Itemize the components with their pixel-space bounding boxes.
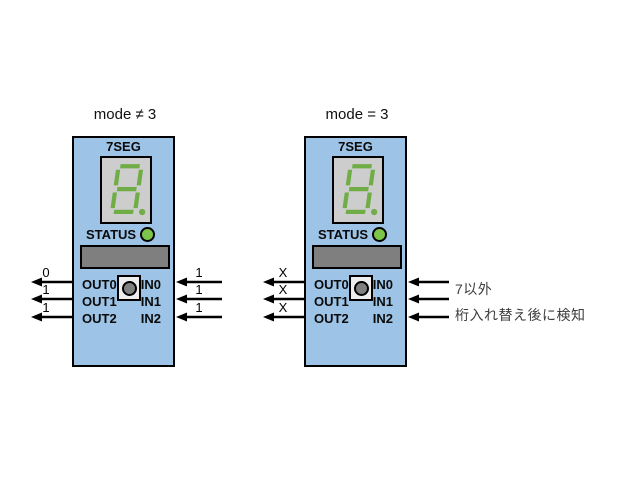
display-label: 7SEG <box>106 139 141 154</box>
seven-segment-digit-icon <box>342 164 378 216</box>
pin-in2: IN2 <box>372 311 393 326</box>
left-in1-value: 1 <box>195 282 203 297</box>
right-out0-value: X <box>278 265 288 280</box>
input-annotation-digit-swap-detect: 桁入れ替え後に検知 <box>455 307 586 323</box>
pin-out1: OUT1 <box>82 294 117 309</box>
seven-segment-display <box>100 156 152 224</box>
left-out2-value: 1 <box>42 300 50 315</box>
device-block-mode-eq-3: 7SEG STATUS OUT0 OUT1 OUT2 I <box>304 136 407 367</box>
pin-out0: OUT0 <box>82 277 117 292</box>
panel-window <box>312 245 402 269</box>
status-led-icon <box>372 226 388 242</box>
right-in0-arrow <box>408 277 449 287</box>
status-row: STATUS <box>86 225 156 243</box>
left-out0-value: 0 <box>42 265 50 280</box>
push-button-knob-icon <box>353 280 369 296</box>
status-label: STATUS <box>318 226 369 242</box>
seven-segment-digit-icon <box>110 164 146 216</box>
push-button <box>349 275 373 301</box>
left-in0-value: 1 <box>195 265 203 280</box>
pin-in1: IN1 <box>372 294 393 309</box>
panel-window <box>80 245 170 269</box>
pin-out1: OUT1 <box>314 294 349 309</box>
seven-segment-display <box>332 156 384 224</box>
right-out2-value: X <box>278 300 288 315</box>
right-block-title: mode = 3 <box>325 106 389 123</box>
right-in1-arrow <box>408 294 449 304</box>
display-label: 7SEG <box>338 139 373 154</box>
pin-in0: IN0 <box>140 277 161 292</box>
pin-out2: OUT2 <box>314 311 349 326</box>
status-row: STATUS <box>318 225 388 243</box>
device-block-mode-ne-3: 7SEG STATUS OUT0 OUT1 OUT2 I <box>72 136 175 367</box>
push-button <box>117 275 141 301</box>
status-led-icon <box>140 226 156 242</box>
pin-in1: IN1 <box>140 294 161 309</box>
right-in2-arrow <box>408 312 449 322</box>
left-in2-value: 1 <box>195 300 203 315</box>
pin-out2: OUT2 <box>82 311 117 326</box>
input-annotation-7igai: 7以外 <box>455 281 493 297</box>
status-label: STATUS <box>86 226 137 242</box>
pin-out0: OUT0 <box>314 277 349 292</box>
right-out1-value: X <box>278 282 288 297</box>
pin-in2: IN2 <box>140 311 161 326</box>
push-button-knob-icon <box>121 280 137 296</box>
left-out1-value: 1 <box>42 282 50 297</box>
left-block-title: mode ≠ 3 <box>93 106 157 123</box>
pin-in0: IN0 <box>372 277 393 292</box>
